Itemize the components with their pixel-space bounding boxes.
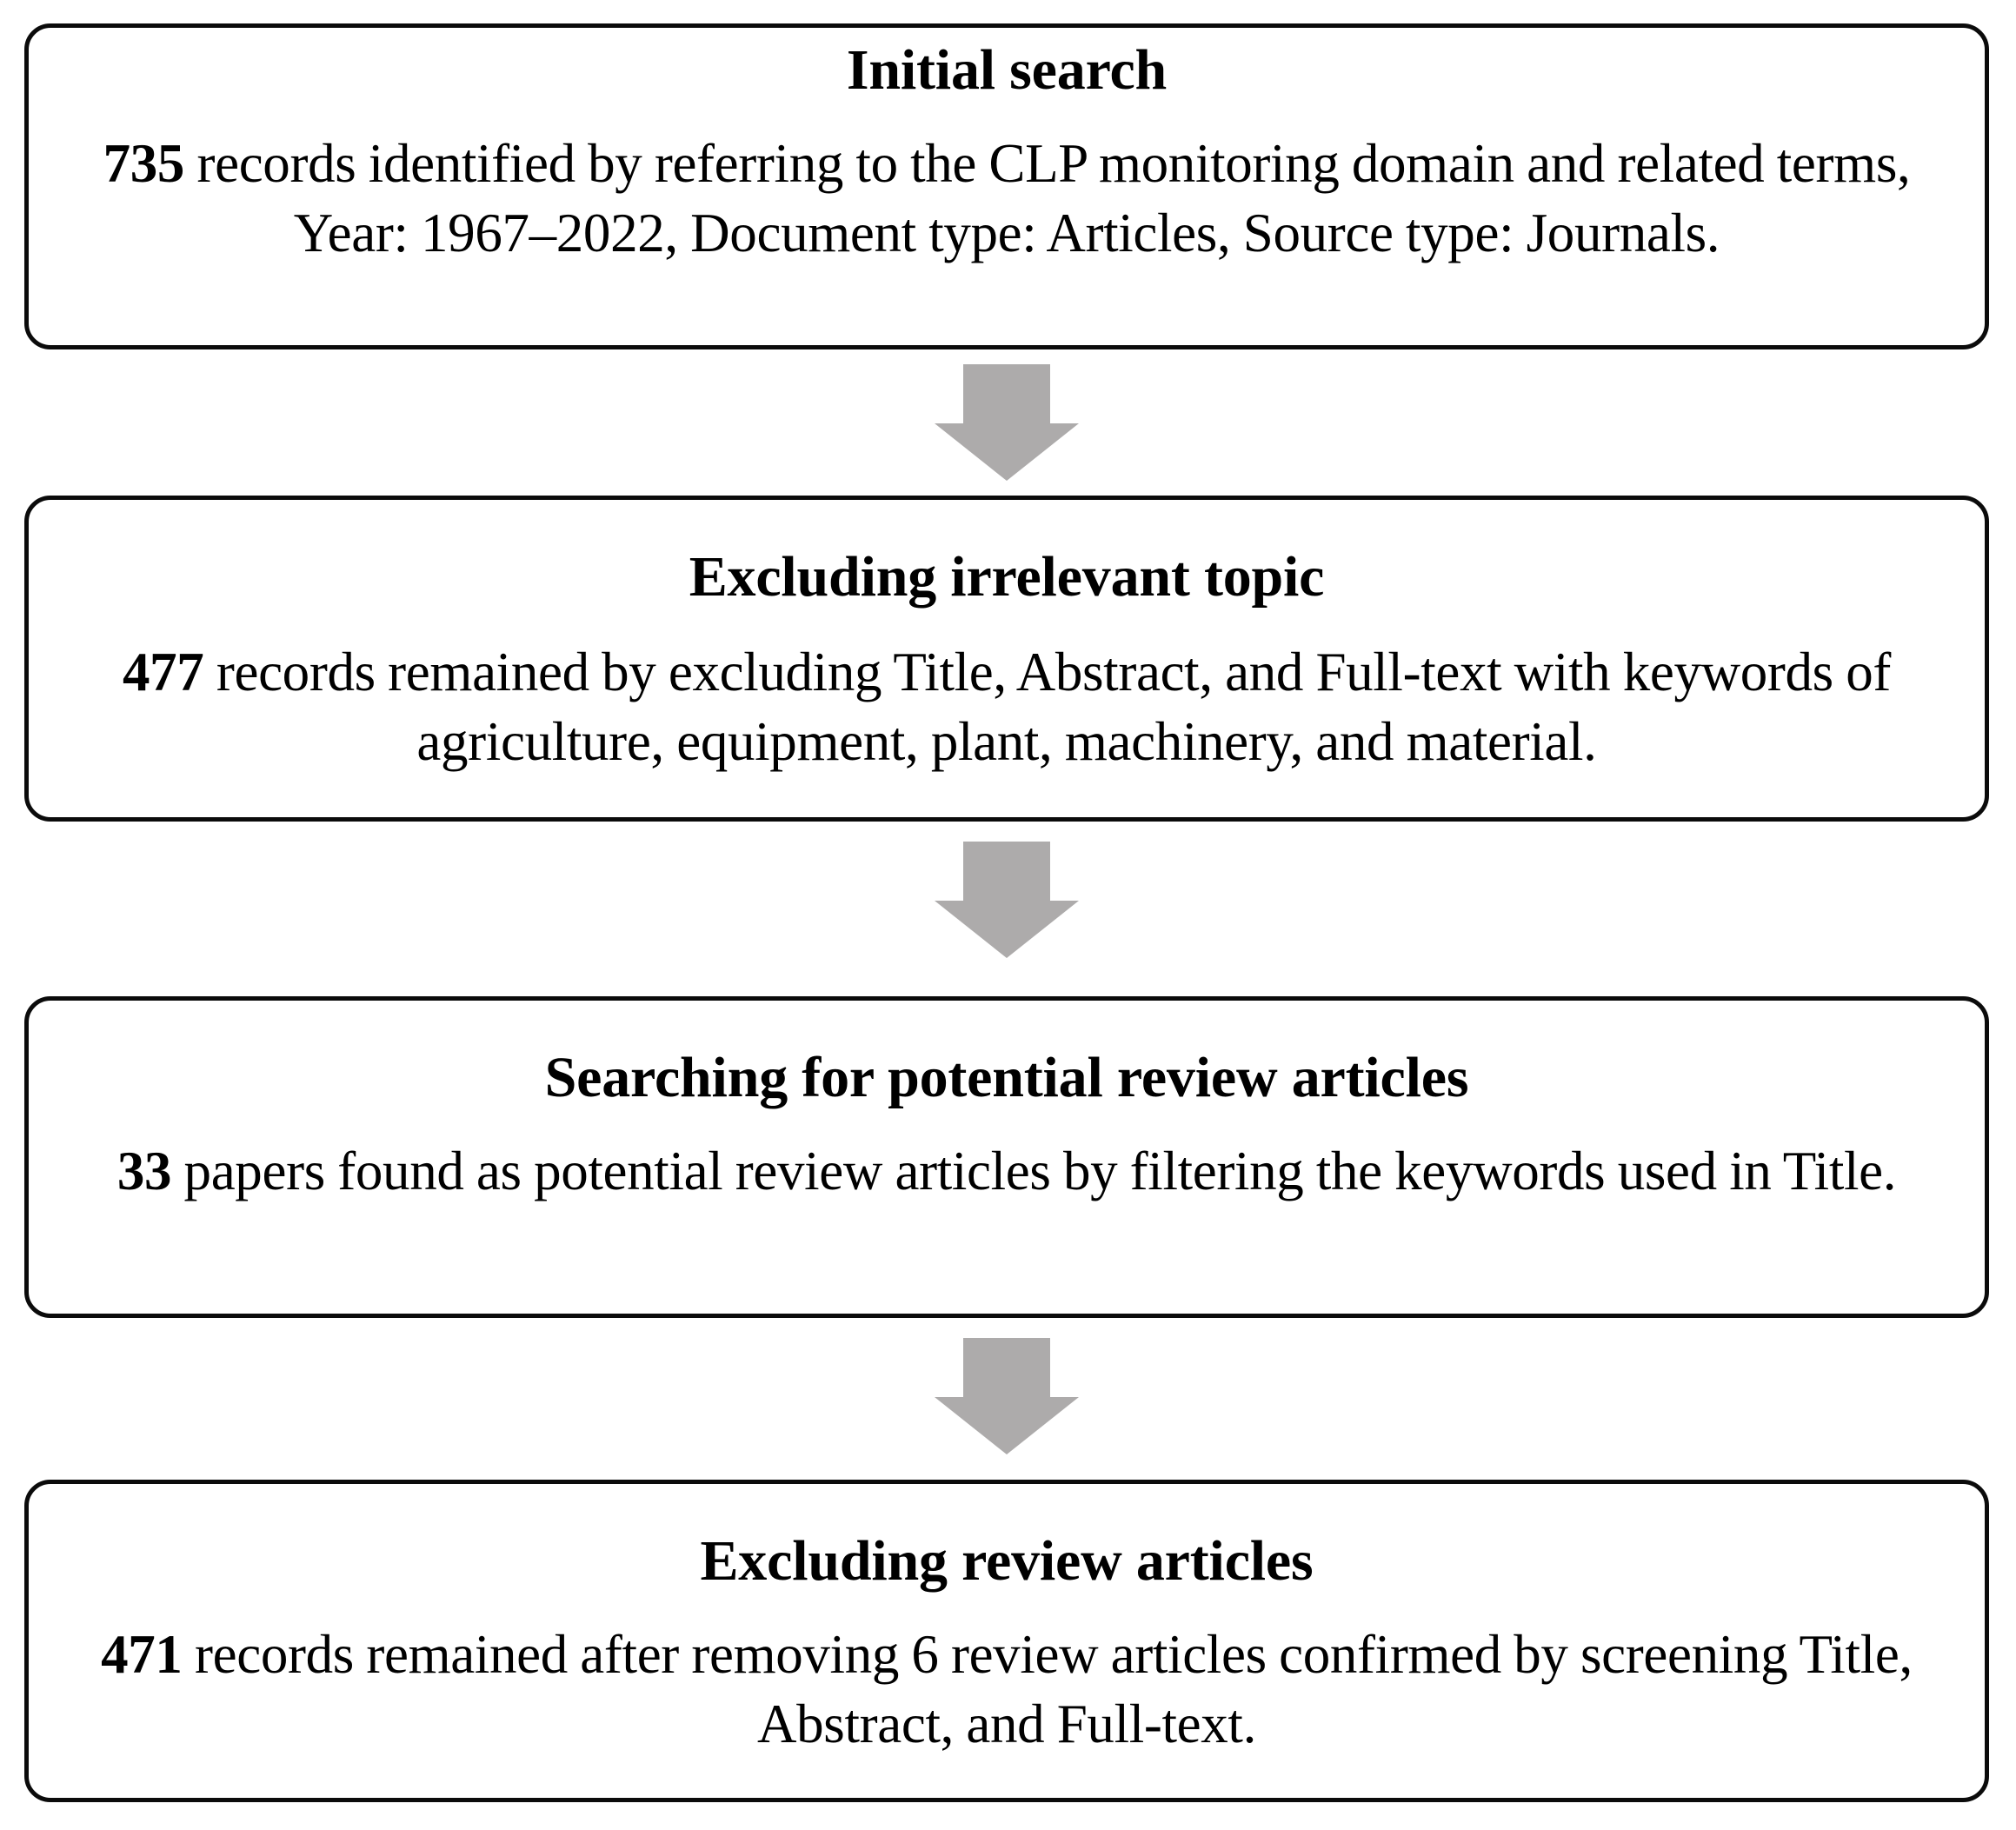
step-body: 471 records remained after removing 6 re… [29, 1620, 1985, 1759]
step-body-text: papers found as potential review article… [171, 1141, 1897, 1201]
step-body-text: records remained by excluding Title, Abs… [203, 642, 1892, 772]
down-arrow-icon [935, 842, 1079, 958]
flowchart-step-searching-potential-review-articles: Searching for potential review articles … [24, 996, 1989, 1318]
step-body: 33 papers found as potential review arti… [29, 1136, 1985, 1206]
step-body-text: records identified by referring to the C… [184, 133, 1911, 263]
down-arrow-icon [935, 1338, 1079, 1454]
step-title: Searching for potential review articles [544, 1046, 1469, 1109]
step-count: 735 [103, 133, 185, 194]
flowchart-step-excluding-review-articles: Excluding review articles 471 records re… [24, 1480, 1989, 1802]
step-title: Excluding review articles [700, 1529, 1314, 1593]
step-count: 33 [116, 1141, 172, 1201]
step-count: 477 [122, 642, 204, 702]
step-body: 477 records remained by excluding Title,… [29, 637, 1985, 776]
step-count: 471 [101, 1624, 183, 1685]
step-title: Excluding irrelevant topic [689, 545, 1325, 609]
down-arrow-icon [935, 364, 1079, 481]
step-body-text: records remained after removing 6 review… [182, 1624, 1913, 1754]
flowchart-step-initial-search: Initial search 735 records identified by… [24, 23, 1989, 349]
step-title: Initial search [846, 38, 1168, 102]
step-body: 735 records identified by referring to t… [29, 129, 1985, 268]
flowchart-step-excluding-irrelevant-topic: Excluding irrelevant topic 477 records r… [24, 496, 1989, 822]
